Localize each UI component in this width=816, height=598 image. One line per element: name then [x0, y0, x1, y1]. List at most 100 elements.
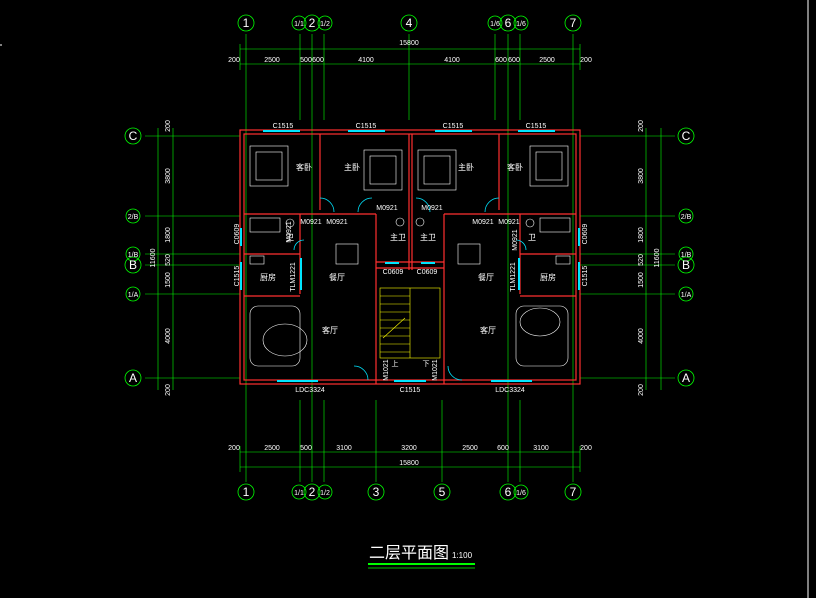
grid-label: 1/6 — [516, 490, 526, 497]
stair-up-label: 上 — [392, 359, 399, 368]
dimension-value: 2500 — [462, 445, 478, 452]
dimension-text-right: 200 3800 1800 520 1500 4000 200 11600 — [638, 120, 661, 396]
dimension-value: 200 — [638, 384, 645, 396]
dimension-value: 2500 — [264, 445, 280, 452]
dimension-value: 4000 — [165, 328, 172, 344]
door-label: M0921 — [326, 219, 348, 226]
furniture — [249, 145, 571, 367]
room-label: 厨房 — [260, 272, 276, 282]
dimension-value: 600 — [312, 57, 324, 64]
dimension-value: 600 — [497, 445, 509, 452]
dimension-value: 4000 — [638, 328, 645, 344]
dimension-value: 200 — [165, 384, 172, 396]
dimension-value: 3800 — [165, 168, 172, 184]
door-label: TLM1221 — [290, 262, 297, 292]
door-label: M0921 — [421, 205, 443, 212]
dimension-value: 3100 — [336, 445, 352, 452]
grid-label: 1 — [243, 16, 250, 30]
dimension-value: 200 — [638, 120, 645, 132]
dimension-value: 200 — [228, 57, 240, 64]
window-label: C1515 — [582, 266, 589, 287]
window-label: C1515 — [273, 123, 294, 130]
window-label: C0609 — [234, 224, 241, 245]
room-label: 客卧 — [296, 162, 312, 172]
grid-label: 1/A — [128, 292, 139, 299]
dimension-total: 11600 — [654, 248, 661, 267]
dimension-value: 1500 — [638, 272, 645, 288]
grid-label: 4 — [406, 16, 413, 30]
grid-label: 6 — [505, 485, 512, 499]
room-label: 主卫 — [390, 232, 406, 242]
dimension-value: 500 — [300, 57, 312, 64]
grid-label: 1/1 — [294, 21, 304, 28]
door-labels: M0921 M0921 M0921 M0921 M0921 M0921 M092… — [286, 205, 520, 381]
door-label: M1021 — [432, 359, 439, 381]
grid-labels-right: C 2/B 1/B B 1/A A — [681, 129, 692, 385]
room-label: 餐厅 — [329, 273, 345, 282]
door-label: C0609 — [383, 269, 404, 276]
door-label: M0921 — [498, 219, 520, 226]
dimension-value: 2500 — [539, 57, 555, 64]
room-label: 主卧 — [344, 162, 360, 172]
stair-labels: 上 下 — [392, 359, 430, 368]
room-label: 餐厅 — [478, 273, 494, 282]
room-label: 客厅 — [322, 325, 338, 335]
door-label: M0921 — [286, 221, 293, 243]
room-labels: 客卧 主卧 主卧 客卧 卫 主卫 主卫 卫 餐厅 餐厅 厨房 厨房 客厅 客厅 — [260, 162, 556, 335]
drawing-scale: 1:100 — [452, 551, 473, 560]
door-label: M1021 — [383, 359, 390, 381]
dimension-value: 4100 — [444, 57, 460, 64]
dimension-value: 200 — [228, 445, 240, 452]
grid-label: C — [682, 129, 691, 143]
dimension-value: 600 — [495, 57, 507, 64]
grid-label: 1/B — [128, 252, 139, 259]
dimension-total: 11600 — [150, 248, 157, 267]
grid-label: 2/B — [681, 214, 692, 221]
dimension-value: 200 — [165, 120, 172, 132]
grid-label: 6 — [505, 16, 512, 30]
grid-label: 1/B — [681, 252, 692, 259]
room-label: 卫 — [528, 233, 536, 242]
grid-label: C — [129, 129, 138, 143]
stair-down-label: 下 — [423, 360, 430, 368]
window-label: C1515 — [400, 387, 421, 394]
grid-label: 1/2 — [320, 21, 330, 28]
room-label: 主卧 — [458, 162, 474, 172]
grid-label: 2 — [309, 16, 316, 30]
grid-labels-bottom: 1 1/1 2 1/2 3 5 6 1/6 7 — [243, 485, 577, 499]
dimension-value: 200 — [580, 445, 592, 452]
grid-label: 1/6 — [516, 21, 526, 28]
dimension-value: 200 — [580, 57, 592, 64]
dimension-value: 1800 — [165, 227, 172, 243]
grid-label: A — [129, 371, 137, 385]
grid-label: 2 — [309, 485, 316, 499]
dimension-total: 15800 — [399, 40, 419, 47]
drawing-title: 二层平面图 — [369, 545, 449, 562]
grid-labels-top: 1 1/1 2 1/2 4 1/6 6 1/6 7 — [243, 16, 577, 30]
grid-label: 7 — [570, 16, 577, 30]
door-label: C0609 — [417, 269, 438, 276]
grid-bubbles — [124, 14, 695, 501]
dimension-lines-bottom — [239, 446, 581, 472]
door-label: M0921 — [472, 219, 494, 226]
dimension-value: 3200 — [401, 445, 417, 452]
door-label: M0921 — [512, 229, 519, 251]
dimension-value: 520 — [165, 254, 172, 266]
room-label: 客卧 — [507, 162, 523, 172]
grid-label: 1/1 — [294, 490, 304, 497]
window-label: LDC3324 — [495, 387, 525, 394]
window-label: C1515 — [526, 123, 547, 130]
grid-label: 1/2 — [320, 490, 330, 497]
door-label: M0921 — [376, 205, 398, 212]
room-label: 客厅 — [480, 325, 496, 335]
grid-label: A — [682, 371, 690, 385]
window-label: C1515 — [356, 123, 377, 130]
door-label: TLM1221 — [510, 262, 517, 292]
grid-label: 5 — [439, 485, 446, 499]
grid-label: 1/A — [681, 292, 692, 299]
axis-lines — [145, 34, 675, 482]
window-label: C1515 — [443, 123, 464, 130]
grid-label: 1/6 — [490, 21, 500, 28]
window-marks — [240, 130, 580, 382]
